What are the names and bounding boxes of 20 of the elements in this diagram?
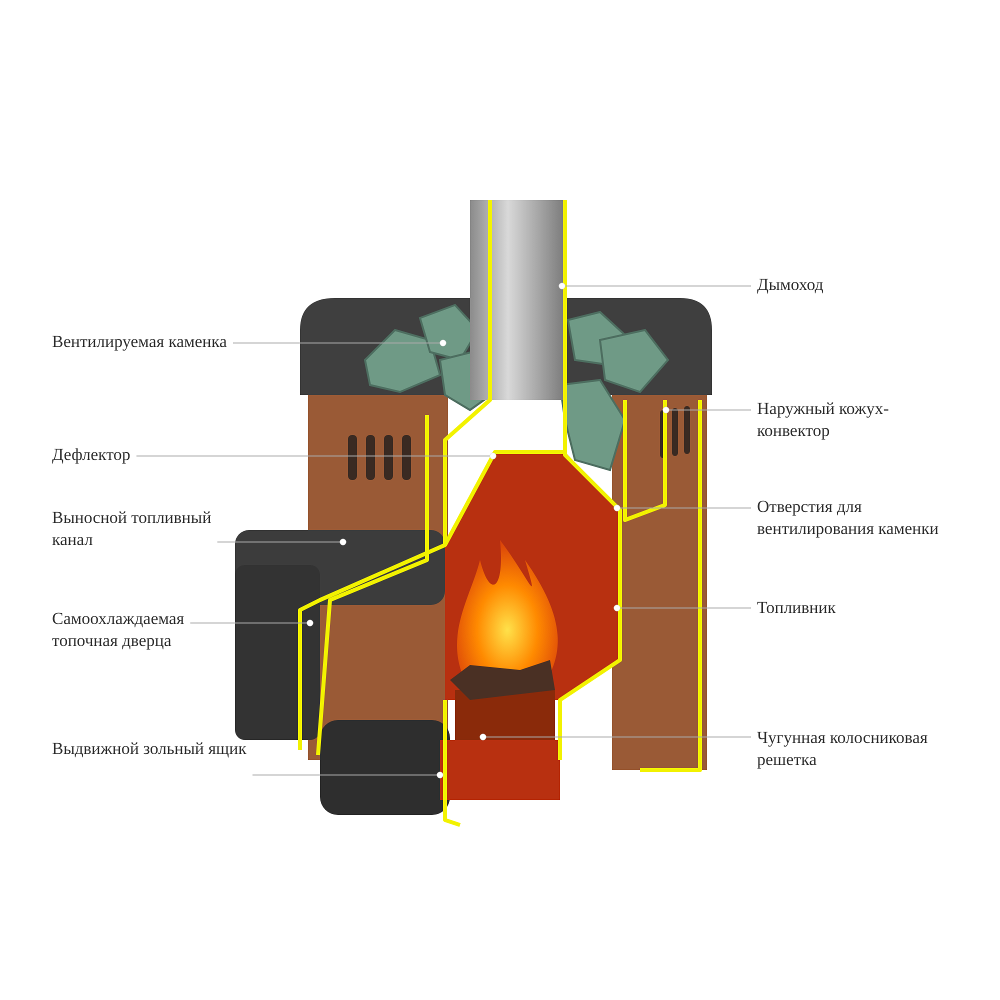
leader-line — [614, 604, 752, 612]
leader-line — [232, 340, 446, 346]
callout-label: Наружный кожух-конвектор — [757, 398, 890, 442]
callout-label: Дефлектор — [52, 444, 132, 466]
callout-label: Дымоход — [757, 274, 824, 296]
callout-label: Выдвижной зольный ящик — [52, 738, 248, 760]
leader-line — [662, 406, 752, 414]
leader-line — [190, 620, 314, 626]
callout-label: Топливник — [757, 597, 837, 619]
callout-label: Вентилируемая каменка — [52, 331, 228, 353]
leader-line — [614, 504, 752, 512]
leader-line — [480, 734, 752, 740]
leader-line — [136, 452, 496, 460]
callout-label: Самоохлаждаемая топочная дверца — [52, 608, 186, 652]
leader-line — [216, 538, 346, 546]
leader-line — [252, 772, 444, 778]
callout-label: Отверстия для вентилирования каменки — [757, 496, 940, 540]
callout-label: Чугунная колосниковая решетка — [757, 727, 929, 771]
leader-line — [558, 282, 752, 290]
callout-label: Выносной топливный канал — [52, 507, 212, 551]
